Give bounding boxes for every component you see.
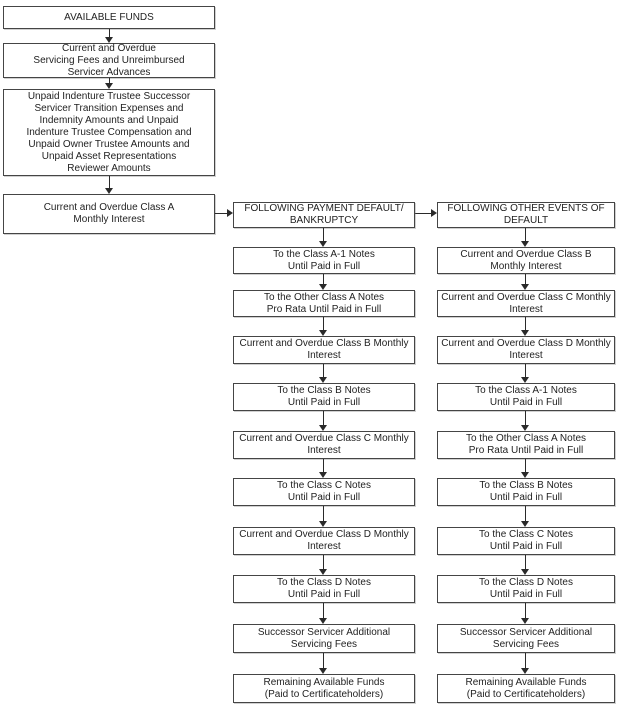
box-od-successor-servicer-fees: Successor Servicer Additional Servicing … xyxy=(437,624,615,653)
box-pd-class-a1-notes: To the Class A-1 Notes Until Paid in Ful… xyxy=(233,247,415,274)
flow-arrow-down xyxy=(105,78,114,89)
flow-arrow-down xyxy=(319,459,328,478)
header-following-other-events: FOLLOWING OTHER EVENTS OF DEFAULT xyxy=(437,202,615,228)
flow-arrow-down xyxy=(521,603,530,624)
flow-arrow-down xyxy=(521,411,530,431)
flow-arrow-down xyxy=(319,364,328,383)
flow-arrow-down xyxy=(319,506,328,527)
flow-arrow-down xyxy=(521,555,530,575)
box-unpaid-trustee-amounts: Unpaid Indenture Trustee Successor Servi… xyxy=(3,89,215,176)
flow-arrow-down xyxy=(521,506,530,527)
box-pd-remaining-funds: Remaining Available Funds (Paid to Certi… xyxy=(233,674,415,703)
box-pd-class-b-notes: To the Class B Notes Until Paid in Full xyxy=(233,383,415,411)
box-pd-class-c-notes: To the Class C Notes Until Paid in Full xyxy=(233,478,415,506)
flow-arrow-down xyxy=(319,228,328,247)
box-pd-class-b-interest: Current and Overdue Class B Monthly Inte… xyxy=(233,336,415,364)
flow-arrow-down xyxy=(319,555,328,575)
box-od-class-b-notes: To the Class B Notes Until Paid in Full xyxy=(437,478,615,506)
box-servicing-fees-advances: Current and Overdue Servicing Fees and U… xyxy=(3,43,215,78)
box-pd-class-d-interest: Current and Overdue Class D Monthly Inte… xyxy=(233,527,415,555)
box-class-a-monthly-interest: Current and Overdue Class A Monthly Inte… xyxy=(3,194,215,234)
box-pd-class-d-notes: To the Class D Notes Until Paid in Full xyxy=(233,575,415,603)
box-od-class-d-notes: To the Class D Notes Until Paid in Full xyxy=(437,575,615,603)
flow-arrow-down xyxy=(319,653,328,674)
flow-arrow-down xyxy=(521,317,530,336)
flow-arrow-down xyxy=(521,228,530,247)
flow-arrow-down xyxy=(521,653,530,674)
flow-arrow-down xyxy=(319,411,328,431)
box-available-funds: AVAILABLE FUNDS xyxy=(3,6,215,29)
box-od-remaining-funds: Remaining Available Funds (Paid to Certi… xyxy=(437,674,615,703)
flow-arrow-down xyxy=(105,176,114,194)
box-od-other-class-a-notes: To the Other Class A Notes Pro Rata Unti… xyxy=(437,431,615,459)
flow-arrow-down xyxy=(105,29,114,43)
flow-arrow-down xyxy=(521,459,530,478)
flow-arrow-down xyxy=(521,364,530,383)
flow-arrow-down xyxy=(319,274,328,290)
header-following-payment-default: FOLLOWING PAYMENT DEFAULT/ BANKRUPTCY xyxy=(233,202,415,228)
flow-arrow-down xyxy=(319,603,328,624)
box-pd-class-c-interest: Current and Overdue Class C Monthly Inte… xyxy=(233,431,415,459)
box-od-class-a1-notes: To the Class A-1 Notes Until Paid in Ful… xyxy=(437,383,615,411)
box-pd-successor-servicer-fees: Successor Servicer Additional Servicing … xyxy=(233,624,415,653)
box-od-class-c-interest: Current and Overdue Class C Monthly Inte… xyxy=(437,290,615,317)
flow-arrow-down xyxy=(319,317,328,336)
box-od-class-b-interest: Current and Overdue Class B Monthly Inte… xyxy=(437,247,615,274)
flow-arrow-down xyxy=(521,274,530,290)
flow-arrow-right xyxy=(415,209,437,218)
flow-arrow-right xyxy=(215,209,233,218)
box-od-class-d-interest: Current and Overdue Class D Monthly Inte… xyxy=(437,336,615,364)
box-pd-other-class-a-notes: To the Other Class A Notes Pro Rata Unti… xyxy=(233,290,415,317)
box-od-class-c-notes: To the Class C Notes Until Paid in Full xyxy=(437,527,615,555)
